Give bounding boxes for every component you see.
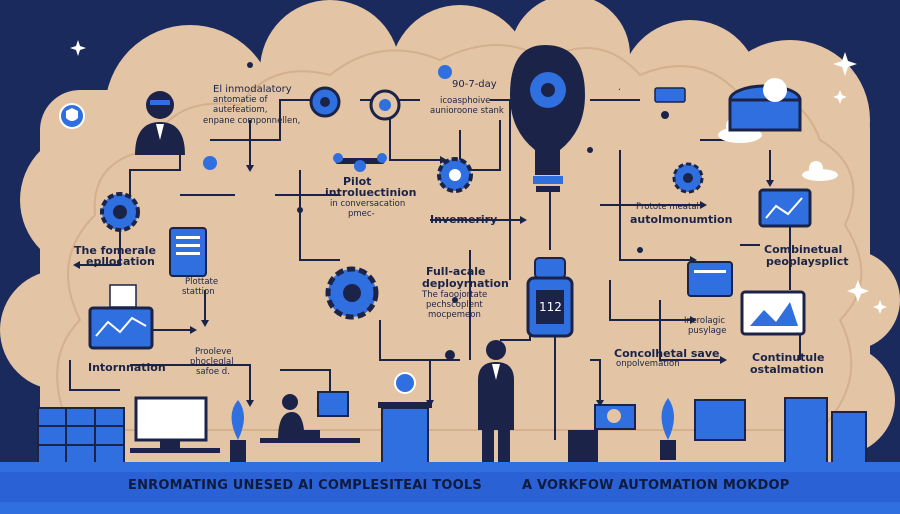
label-intro-line2: autefeatiom, [213, 105, 268, 115]
footer-left-title: ENROMATING UNESED AI COMPLESITEAI TOOLS [128, 478, 482, 493]
label-day-title: 90-7-day [452, 79, 497, 90]
gear-icon [672, 162, 704, 194]
document-icon [109, 284, 137, 308]
monitor-chart-icon [88, 306, 154, 350]
label-concolhedal-line1: Concolhetal save [614, 347, 720, 360]
label-intro-line1: antomatie of [213, 95, 268, 105]
label-general-line1: The fomerale [74, 244, 156, 257]
plant-icon [660, 398, 676, 460]
label-protote-line2: autolmonumtion [630, 213, 733, 226]
label-day-line1: icoasphoive [440, 96, 491, 106]
badge-icon [654, 87, 686, 103]
label-concolhedal-line2: onpolvemation [616, 359, 680, 369]
label-pilot-line1: introluectinion [325, 186, 417, 199]
label-pilot-line2: in conversacation [330, 199, 406, 209]
label-information: Intornnation [88, 361, 166, 374]
label-prooleve-line2: phocleglal [190, 357, 234, 367]
lightbulb-icon [510, 45, 585, 192]
badge-icon [394, 372, 416, 394]
monitor-chart-icon [758, 188, 812, 228]
label-general-line2: epllocation [86, 255, 155, 268]
footer-right-title: A VORKFOW AUTOMATION MOKDOP [522, 478, 790, 493]
robot-icon [526, 257, 574, 338]
sparkles [70, 40, 887, 314]
drone-icon [333, 153, 387, 172]
badge-icon [438, 65, 452, 79]
gear-icon [369, 89, 401, 121]
label-pilot-line3: pmec- [348, 209, 375, 219]
label-fullscale-line2: deployrnation [422, 277, 509, 290]
label-continuous-line2: ostalmation [750, 363, 824, 376]
drawer-unit-icon [568, 430, 598, 464]
label-incrologic-line1: Incrolagic [684, 316, 726, 326]
machine-icon [694, 399, 746, 441]
label-prooleve-line1: Prooleve [195, 347, 232, 357]
label-protote-line1: Protote meatal [636, 202, 699, 212]
label-combined-line2: peoplaysplict [766, 255, 849, 268]
shield-icon [59, 103, 85, 129]
worker-at-desk-icon [260, 391, 360, 443]
gear-icon [325, 266, 379, 320]
gear-icon [437, 157, 473, 193]
footer-strip [0, 472, 900, 502]
label-plotate-line2: stattion [182, 287, 215, 297]
label-day-line2: aunioroone stank [430, 106, 504, 116]
robot-code-label: 112 [539, 300, 562, 314]
label-intro-line3: enpane componnellen, [203, 116, 301, 126]
label-intro-title: El inmodalatory [213, 84, 292, 95]
cloud-server-icon [728, 78, 802, 132]
cloud-inner-outline [56, 44, 863, 431]
label-fullscale-line1: Full-acale [426, 265, 486, 278]
label-inventory: Invemeriry [430, 213, 498, 226]
label-fullscale-line5: mocpemeon [428, 310, 481, 320]
label-combined-line1: Combinetual [764, 243, 843, 256]
label-fullscale-line3: The faoojortate [422, 290, 488, 300]
phone-device-icon [169, 227, 207, 277]
printer-icon [594, 404, 636, 430]
gear-icon [100, 192, 140, 232]
gear-icon [309, 86, 341, 118]
filing-cabinet-icon [37, 407, 125, 465]
manager-avatar-icon [135, 91, 185, 155]
label-prooleve-line3: safoe d. [196, 367, 230, 377]
desk-monitor-icon [130, 396, 220, 453]
label-fullscale-line4: pechscoplent [426, 300, 483, 310]
waste-bin-icon [378, 402, 432, 465]
label-plotate-line1: Plottate [185, 277, 219, 287]
plant-icon [230, 400, 246, 462]
badge-icon [203, 156, 217, 170]
server-rack-icon [784, 397, 867, 465]
label-continuous-line1: Continutule [752, 351, 825, 364]
businessman-icon [478, 340, 514, 468]
label-pilot-title: Pilot [343, 175, 372, 188]
monitor-chart-icon [740, 290, 806, 336]
label-incrologic-line2: pusylage [688, 326, 727, 336]
card-icon [687, 261, 733, 297]
